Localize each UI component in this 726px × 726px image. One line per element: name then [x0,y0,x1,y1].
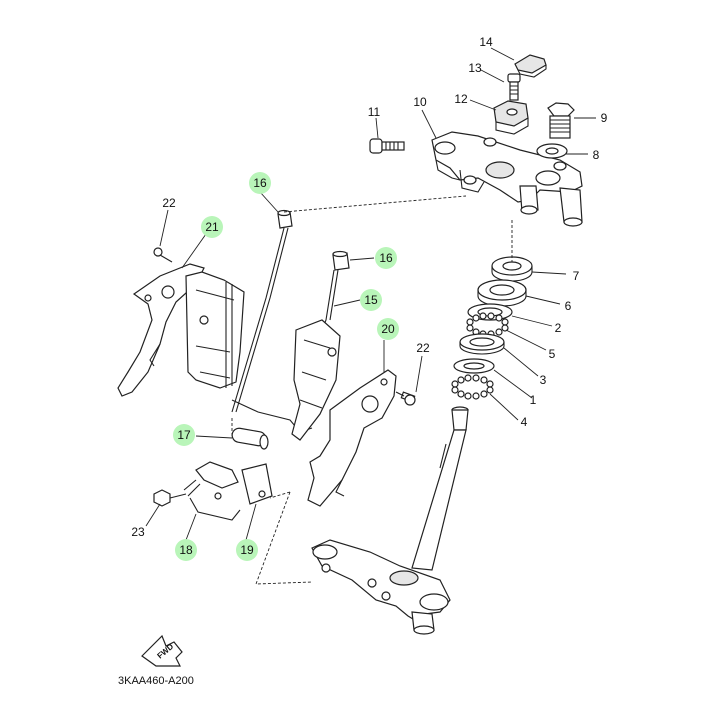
callout-label: 22 [162,196,176,210]
callout-label: 16 [253,176,267,190]
part-bolt-small-right [395,391,416,406]
callout-label: 23 [131,525,145,539]
callout-label: 16 [379,251,393,265]
callout-8: 8 [593,148,600,162]
callout-label: 3 [540,373,547,387]
callout-label: 21 [205,220,219,234]
callout-label: 11 [368,105,381,119]
part-bearing-upper [466,303,513,338]
part-sleeve [231,427,269,450]
part-race-lower [459,333,505,355]
callout-11: 11 [368,105,381,119]
part-upper-bracket [431,131,583,227]
callout-1: 1 [530,393,537,407]
callout-label: 17 [177,428,191,442]
part-rod [321,269,339,331]
part-bearing-balls [451,374,494,400]
callout-3: 3 [540,373,547,387]
assembly-lines [231,195,513,585]
part-bolt-horizontal [369,138,405,154]
part-cover [477,279,527,307]
callout-label: 6 [565,299,572,313]
part-plate [241,463,273,505]
callout-label: 12 [454,92,468,106]
callout-label: 5 [549,347,556,361]
callout-label: 10 [413,95,427,109]
callout-label: 14 [479,35,493,49]
callout-label: 19 [240,543,254,557]
callout-2: 2 [555,321,562,335]
callout-label: 18 [179,543,193,557]
callout-7: 7 [573,269,580,283]
callout-14: 14 [479,35,493,49]
part-bolt-small-left [153,247,173,263]
callout-label: 9 [601,111,608,125]
diagram-reference-code: 3KAA460-A200 [118,675,194,687]
part-cap [514,54,547,78]
part-bolt-vertical [507,73,521,101]
part-race-bottom [453,358,495,374]
callouts: 14 13 12 11 10 9 8 7 6 2 5 [131,35,608,561]
callout-label: 2 [555,321,562,335]
callout-21: 21 [201,216,223,238]
callout-22-left: 22 [162,196,176,210]
part-steering-stem [311,406,469,635]
part-handlebar-holder [493,100,529,135]
callout-23: 23 [131,525,145,539]
callout-15: 15 [360,289,382,311]
part-grommet-right [332,250,350,271]
callout-10: 10 [413,95,427,109]
callout-16-right: 16 [375,247,397,269]
part-bracket-left [117,227,313,433]
callout-label: 8 [593,148,600,162]
part-bracket-right [291,319,416,507]
callout-label: 7 [573,269,580,283]
callout-6: 6 [565,299,572,313]
part-washer [536,143,568,159]
part-grommet-left [277,209,293,229]
callout-20: 20 [377,318,399,340]
callout-label: 22 [416,341,430,355]
callout-4: 4 [521,415,528,429]
callout-17: 17 [173,424,195,446]
callout-label: 15 [364,293,378,307]
part-clamp [183,461,241,521]
callout-5: 5 [549,347,556,361]
callout-label: 20 [381,322,395,336]
leader-lines [145,47,596,541]
callout-19: 19 [236,539,258,561]
callout-18: 18 [175,539,197,561]
fwd-arrow-icon: FWD [141,634,183,667]
part-steering-bolt [547,102,575,139]
callout-label: 4 [521,415,528,429]
callout-9: 9 [601,111,608,125]
callout-label: 13 [468,61,482,75]
callout-13: 13 [468,61,482,75]
part-bolt-clamp [153,489,187,507]
callout-12: 12 [454,92,468,106]
callout-22-right: 22 [416,341,430,355]
callout-label: 1 [530,393,537,407]
callout-16-left: 16 [249,172,271,194]
